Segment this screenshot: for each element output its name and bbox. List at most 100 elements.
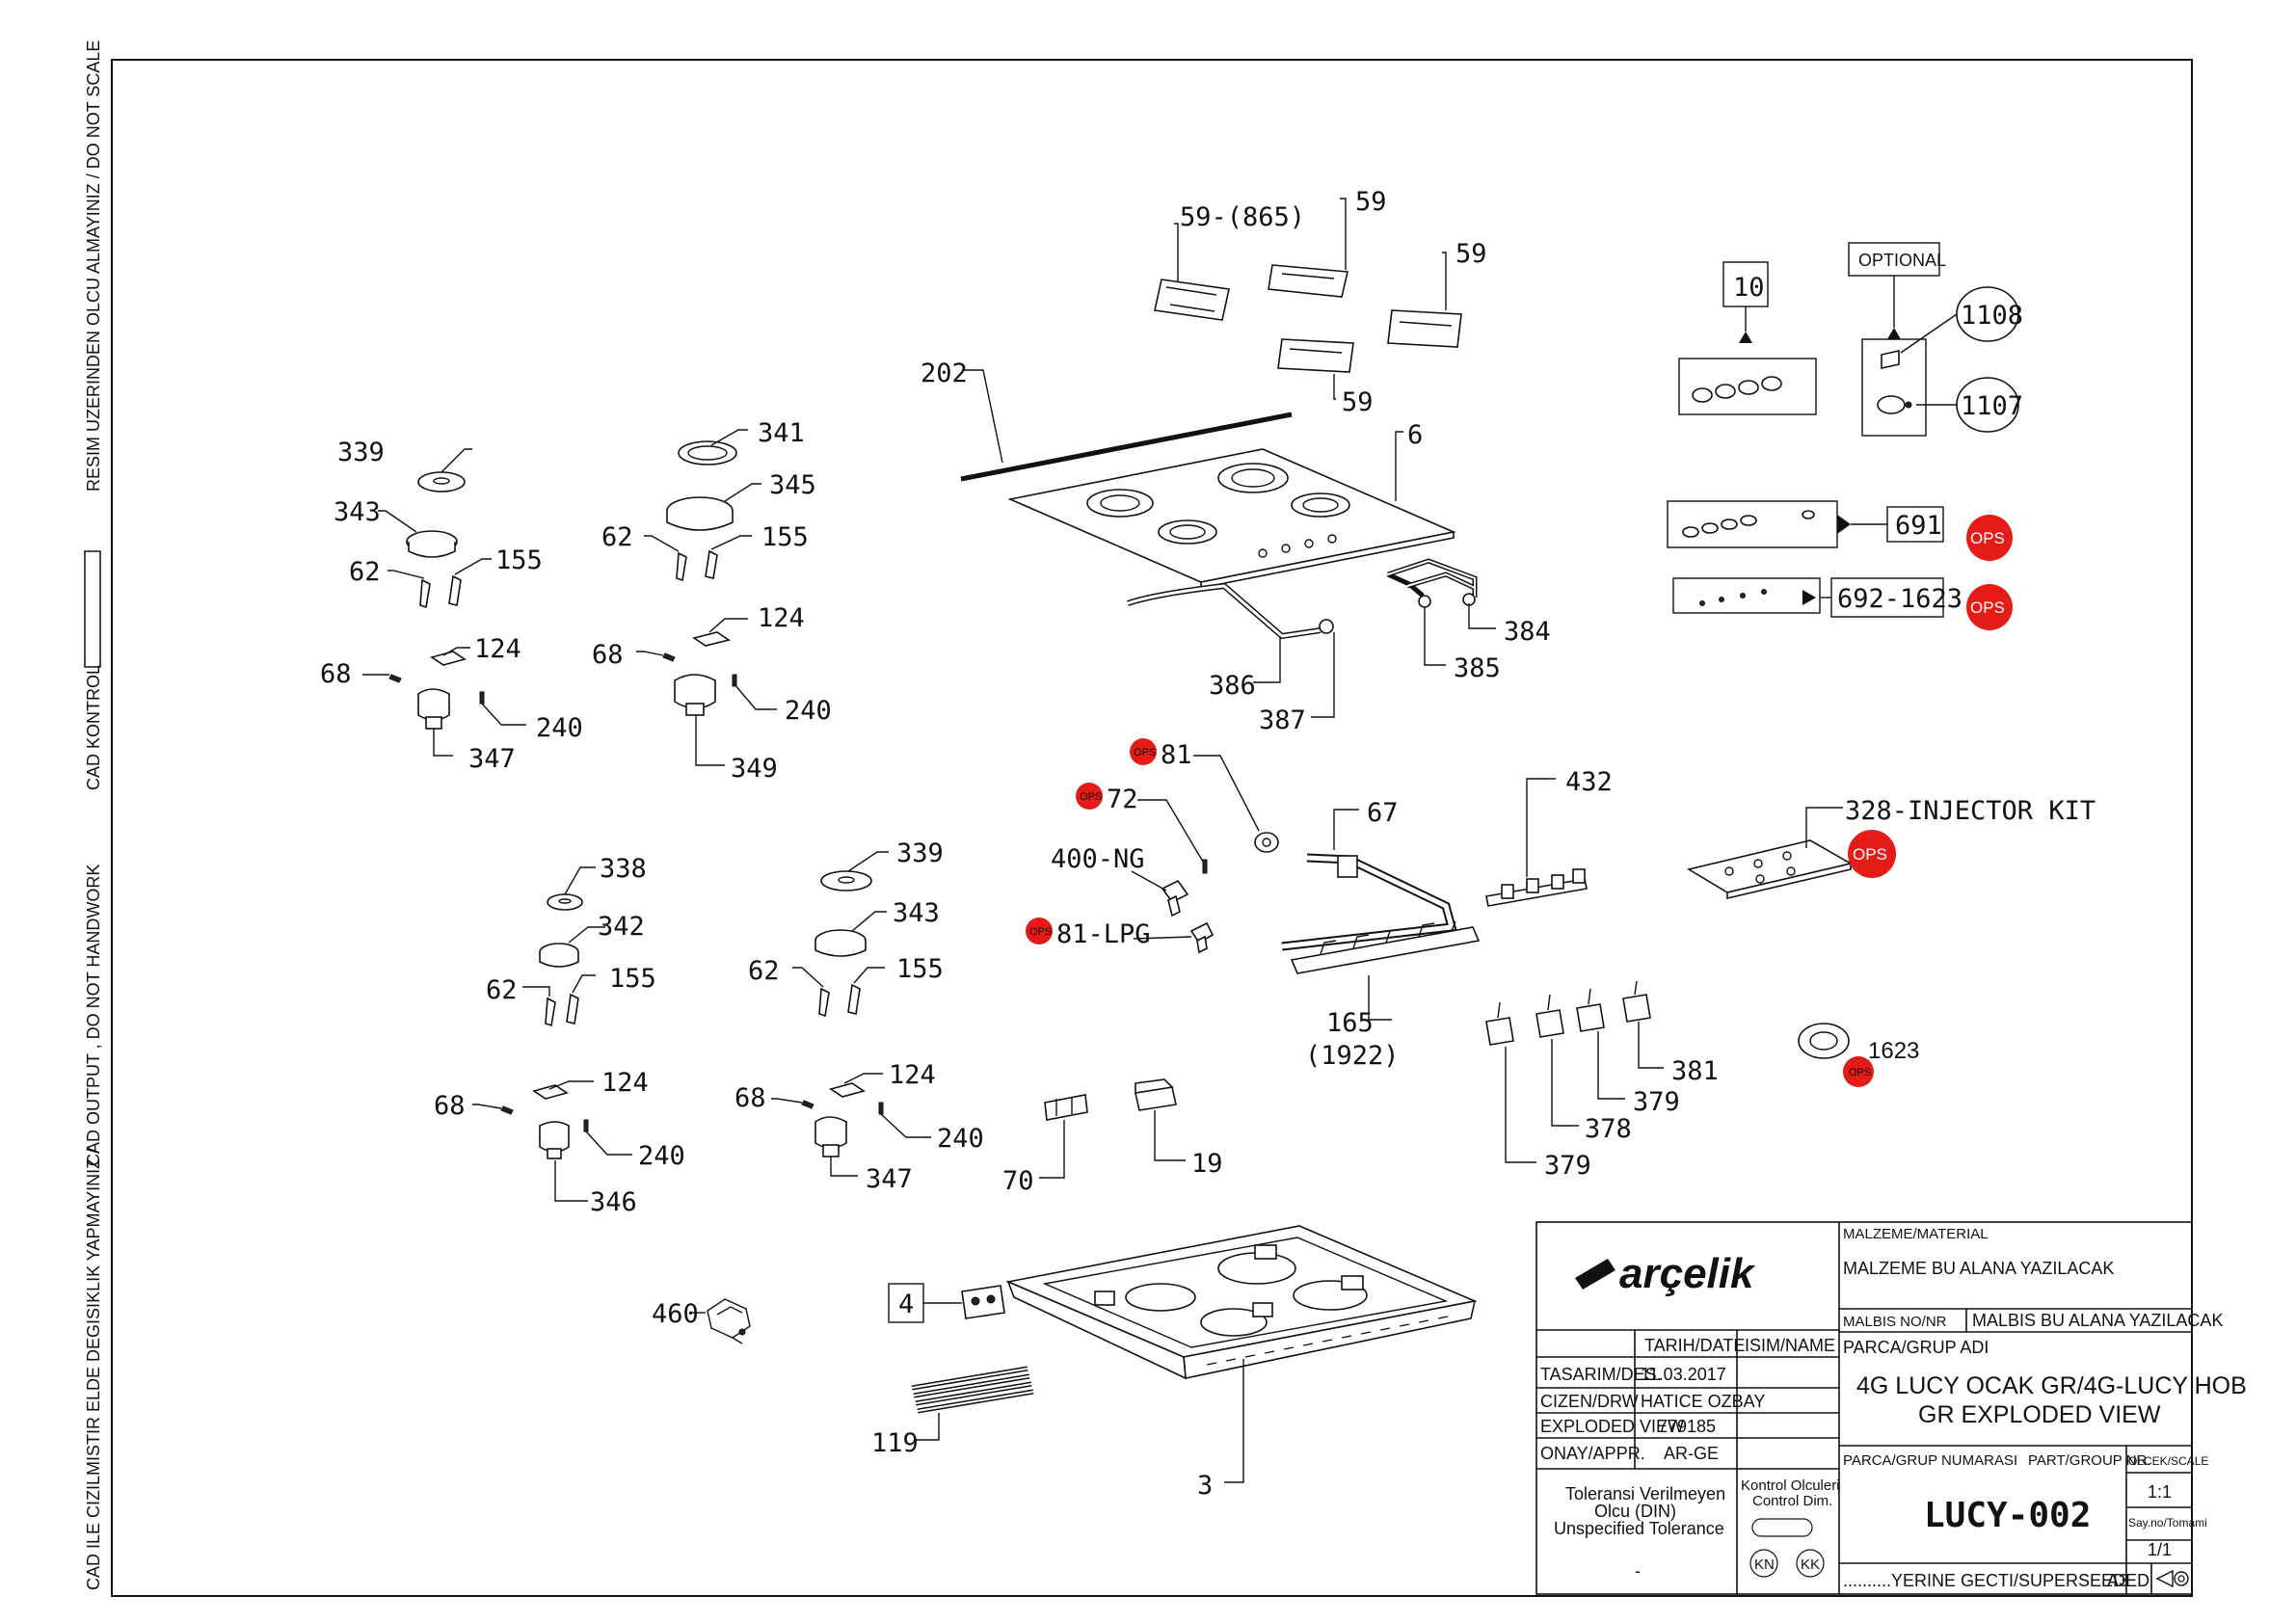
- group-no-label: PARCA/GRUP NUMARASI: [1843, 1452, 2017, 1469]
- seal-strip-202: [960, 412, 1293, 482]
- label-240-b: 240: [785, 696, 832, 726]
- material-value: MALZEME BU ALANA YAZILACAK: [1843, 1259, 2114, 1278]
- tolerance-line3: Unspecified Tolerance: [1554, 1519, 1724, 1538]
- burner-crown-342: [539, 943, 579, 968]
- label-460: 460: [652, 1299, 699, 1329]
- electrode-62-c: [545, 997, 556, 1027]
- kk-circle: [1796, 1549, 1825, 1578]
- tolerance-dash: -: [1635, 1561, 1641, 1581]
- label-155-a: 155: [495, 545, 543, 575]
- group-name-line1: 4G LUCY OCAK GR/4G-LUCY HOB: [1856, 1372, 2247, 1399]
- screw-68: [388, 674, 402, 683]
- electrode-62: [419, 578, 431, 609]
- knobs-692: [1699, 589, 1767, 606]
- label-378: 378: [1585, 1114, 1632, 1144]
- switch-70: [1044, 1094, 1088, 1121]
- label-343-b: 343: [893, 898, 940, 928]
- label-box-692: [1830, 577, 1944, 618]
- side-note-do-not-handwork: CAD OUTPUT , DO NOT HANDWORK: [84, 865, 103, 1166]
- switch-19: [1135, 1078, 1177, 1111]
- label-59-b: 59: [1455, 239, 1487, 269]
- igniter-rail-432: [1485, 868, 1588, 907]
- title-block: [1535, 1221, 2193, 1595]
- paper-size: A3: [2107, 1571, 2128, 1590]
- label-6: 6: [1407, 420, 1423, 450]
- side-note-do-not-scale: RESIM UZERINDEN OLCU ALMAYINIZ / DO NOT …: [84, 40, 103, 492]
- label-347-b: 347: [866, 1164, 913, 1194]
- malbis-label: MALBIS NO/NR: [1843, 1314, 1947, 1330]
- label-386: 386: [1209, 671, 1256, 701]
- pan-support-59-bottom: [1277, 338, 1354, 373]
- ops-text-691: OPS: [1970, 529, 2005, 547]
- pan-support-59-right: [1387, 309, 1462, 348]
- valve-349: [674, 674, 716, 716]
- group-name-line2: GR EXPLODED VIEW: [1918, 1401, 2161, 1428]
- row-value-approval: AR-GE: [1664, 1444, 1719, 1463]
- screw-240: [479, 691, 485, 705]
- control-oval: [1751, 1518, 1813, 1537]
- pan-support-59-top: [1268, 264, 1348, 298]
- control-knobs-10: [1692, 376, 1782, 403]
- label-379-a: 379: [1633, 1087, 1680, 1117]
- label-68-d: 68: [734, 1083, 766, 1113]
- sheet-label: Say.no/Tomami: [2128, 1516, 2207, 1530]
- label-124-a: 124: [474, 634, 521, 664]
- label-124-c: 124: [601, 1068, 649, 1098]
- label-155-b: 155: [761, 522, 809, 552]
- electrode-62-d: [818, 987, 830, 1018]
- ops-badge-691: [1966, 515, 2013, 561]
- date-header: TARIH/DATE: [1644, 1336, 1745, 1355]
- row-label-exploded: EXPLODED VIEW: [1540, 1417, 1684, 1436]
- fixing-clamp-460: [707, 1298, 751, 1344]
- knobs-box-692: [1672, 577, 1821, 614]
- tolerance-line1: Toleransi Verilmeyen: [1565, 1484, 1725, 1503]
- label-62-c: 62: [486, 975, 518, 1005]
- label-240-a: 240: [536, 713, 583, 743]
- label-62-b: 62: [601, 522, 633, 552]
- row-value-exploded: 779185: [1658, 1417, 1716, 1436]
- bracket-124-b: [692, 631, 731, 647]
- ops-badge-81: [1130, 738, 1157, 765]
- label-box-4: [888, 1283, 924, 1323]
- label-342: 342: [598, 912, 645, 942]
- part-number: LUCY-002: [1924, 1496, 2091, 1535]
- drawing-frame: [111, 59, 2193, 1597]
- knob-ring-1107: [1877, 395, 1912, 414]
- bracket-124-c: [532, 1084, 569, 1100]
- label-202: 202: [921, 359, 968, 388]
- label-379-b: 379: [1544, 1151, 1591, 1181]
- knob-adapter-1108: [1881, 350, 1900, 369]
- label-381: 381: [1671, 1056, 1719, 1086]
- electrode-62-b: [676, 551, 687, 582]
- ops-badge-81lpg: [1026, 918, 1053, 945]
- tolerance-line2: Olcu (DIN): [1594, 1502, 1676, 1521]
- label-347-a: 347: [468, 744, 516, 774]
- screw-68-c: [500, 1105, 514, 1115]
- label-62-a: 62: [349, 557, 381, 587]
- thermocouple-155-b: [705, 549, 718, 579]
- burner-cap-339-b: [820, 870, 872, 891]
- control-line2: Control Dim.: [1752, 1493, 1832, 1509]
- brand-name: arçelik: [1619, 1250, 1756, 1297]
- valve-379-b: [1576, 988, 1605, 1032]
- label-345: 345: [769, 470, 816, 500]
- hob-chassis-3: [1005, 1225, 1478, 1380]
- label-124-d: 124: [889, 1060, 936, 1090]
- label-62-d: 62: [748, 956, 780, 986]
- label-3: 3: [1197, 1471, 1213, 1501]
- ops-text-1623: OPS: [1849, 1067, 1871, 1078]
- label-343-a: 343: [334, 497, 381, 527]
- label-119: 119: [871, 1428, 919, 1458]
- burner-crown-345: [666, 496, 734, 531]
- malbis-value: MALBIS BU ALANA YAZILACAK: [1972, 1311, 2223, 1330]
- bracket-124: [430, 651, 467, 666]
- ops-badge-1623: [1843, 1056, 1874, 1087]
- valve-347-b: [814, 1116, 847, 1157]
- label-68-b: 68: [592, 640, 624, 670]
- label-70: 70: [1002, 1166, 1034, 1196]
- label-691: 691: [1895, 511, 1942, 541]
- superseded-text: ..........YERINE GECTI/SUPERSEEDED: [1843, 1571, 2149, 1590]
- bracket-4: [961, 1285, 1005, 1319]
- label-341: 341: [758, 418, 805, 448]
- optional-label-box: [1848, 242, 1940, 277]
